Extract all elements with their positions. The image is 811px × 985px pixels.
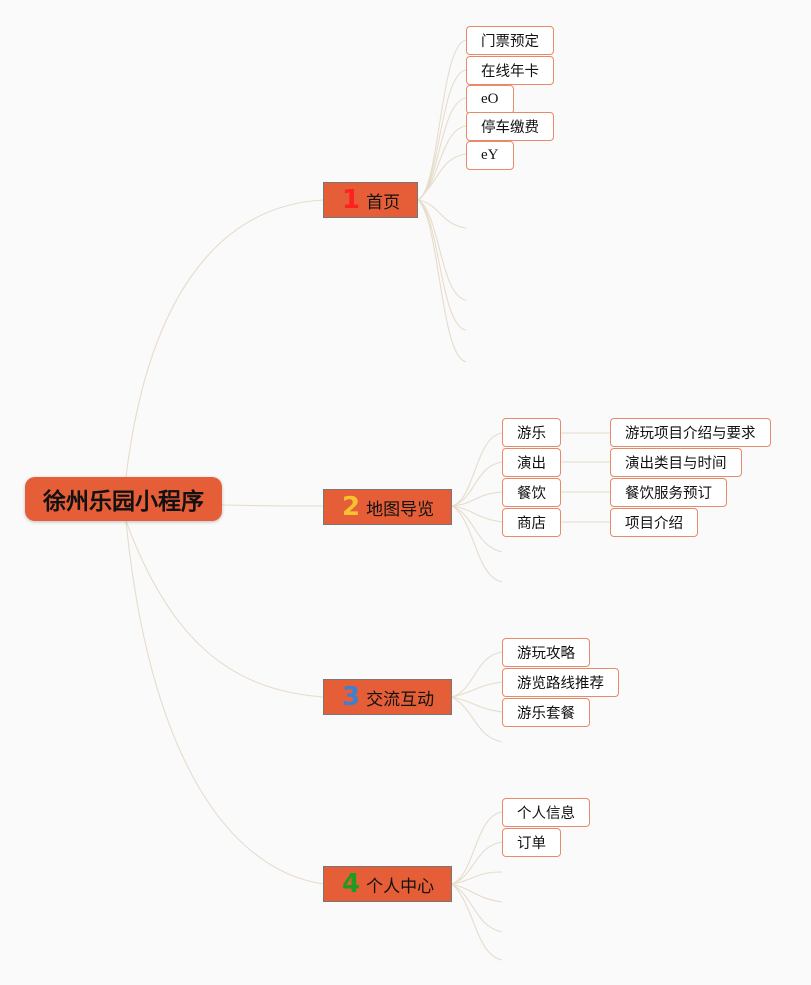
leaf-label: 个人信息 [517,806,575,822]
leaf-dining[interactable]: 餐饮 [502,478,561,507]
leaf-label: 门票预定 [481,34,539,50]
leaf-item-intro[interactable]: 项目介绍 [610,508,698,537]
branch-number: 1 [342,185,361,215]
leaf-route-recommend[interactable]: 游览路线推荐 [502,668,619,697]
branch-label: 个人中心 [366,876,435,897]
leaf-annual-card[interactable]: 在线年卡 [466,56,554,85]
leaf-label: 餐饮服务预订 [625,486,712,502]
leaf-ey[interactable]: eY [466,141,514,170]
leaf-ride-intro[interactable]: 游玩项目介绍与要求 [610,418,771,447]
leaf-label: eY [481,147,499,163]
leaf-label: eO [481,91,499,107]
leaf-label: 游览路线推荐 [517,676,604,692]
leaf-label: 演出 [517,456,546,472]
branch-number: 3 [342,682,361,712]
branch-node-map-guide[interactable]: 2 地图导览 [323,489,452,525]
leaf-label: 游玩项目介绍与要求 [625,426,756,442]
leaf-rides[interactable]: 游乐 [502,418,561,447]
leaf-label: 演出类目与时间 [625,456,727,472]
leaf-label: 订单 [517,836,546,852]
leaf-ticket-booking[interactable]: 门票预定 [466,26,554,55]
branch-node-profile[interactable]: 4 个人中心 [323,866,452,902]
leaf-ride-package[interactable]: 游乐套餐 [502,698,590,727]
branch-number: 4 [342,869,361,899]
leaf-label: 游乐 [517,426,546,442]
branch-node-home[interactable]: 1 首页 [323,182,418,218]
root-label: 徐州乐园小程序 [43,489,204,515]
leaf-label: 餐饮 [517,486,546,502]
leaf-label: 停车缴费 [481,120,539,136]
leaf-shows[interactable]: 演出 [502,448,561,477]
leaf-orders[interactable]: 订单 [502,828,561,857]
leaf-label: 在线年卡 [481,64,539,80]
leaf-label: 游玩攻略 [517,646,575,662]
leaf-eo[interactable]: eO [466,85,514,114]
leaf-shops[interactable]: 商店 [502,508,561,537]
leaf-label: 游乐套餐 [517,706,575,722]
leaf-label: 项目介绍 [625,516,683,532]
branch-label: 交流互动 [366,689,435,710]
branch-number: 2 [342,492,361,522]
root-node[interactable]: 徐州乐园小程序 [25,477,222,521]
leaf-label: 商店 [517,516,546,532]
leaf-dining-booking[interactable]: 餐饮服务预订 [610,478,727,507]
branch-label: 首页 [366,192,401,213]
branch-label: 地图导览 [366,499,435,520]
leaf-personal-info[interactable]: 个人信息 [502,798,590,827]
leaf-play-guide[interactable]: 游玩攻略 [502,638,590,667]
leaf-parking-payment[interactable]: 停车缴费 [466,112,554,141]
branch-node-interaction[interactable]: 3 交流互动 [323,679,452,715]
leaf-show-schedule[interactable]: 演出类目与时间 [610,448,742,477]
